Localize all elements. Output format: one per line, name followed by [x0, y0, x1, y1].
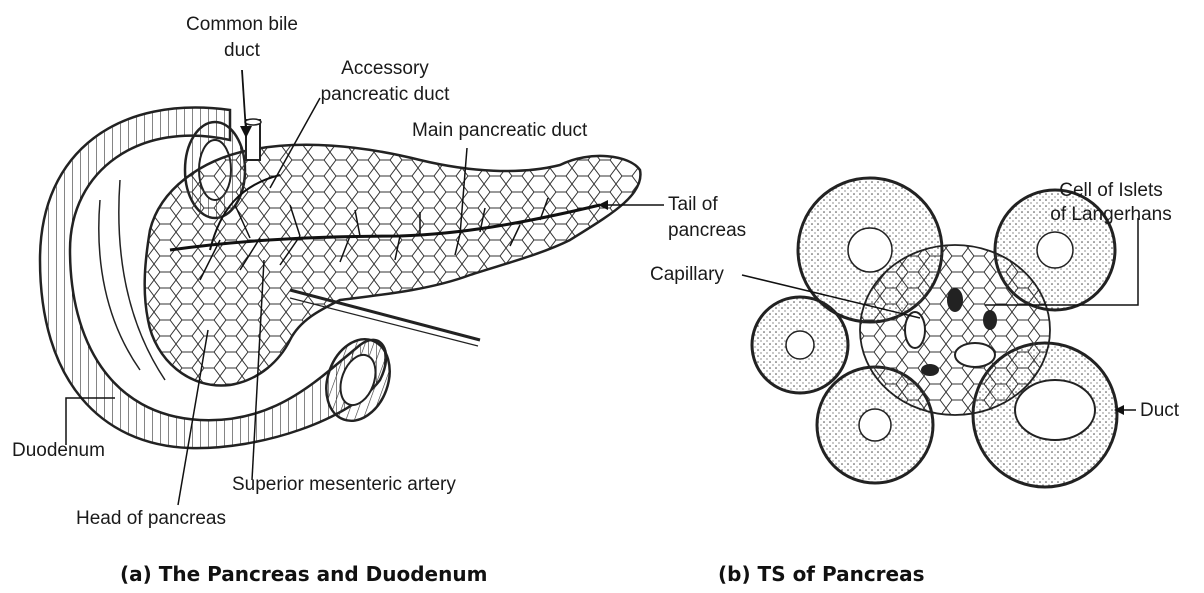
pancreas: [145, 145, 641, 386]
label-common-bile-duct-line1: Common bile: [172, 14, 312, 36]
label-tail-of-pancreas-line2: pancreas: [668, 220, 746, 242]
islet-of-langerhans: [860, 245, 1050, 415]
caption-figure-a: (a) The Pancreas and Duodenum: [120, 562, 487, 586]
label-capillary: Capillary: [650, 264, 724, 286]
label-accessory-duct-line1: Accessory: [300, 58, 470, 80]
label-duct: Duct: [1140, 400, 1179, 422]
label-tail-of-pancreas-line1: Tail of: [668, 194, 718, 216]
label-islets-line1: Cell of Islets: [1036, 180, 1186, 202]
duct-lumen: [1015, 380, 1095, 440]
label-superior-mesenteric-artery: Superior mesenteric artery: [232, 474, 456, 496]
label-islets-line2: of Langerhans: [1036, 204, 1186, 226]
label-main-pancreatic-duct: Main pancreatic duct: [412, 120, 587, 142]
label-accessory-duct-line2: pancreatic duct: [300, 84, 470, 106]
caption-figure-b: (b) TS of Pancreas: [718, 562, 925, 586]
label-common-bile-duct-line2: duct: [172, 40, 312, 62]
superior-mesenteric-artery: [290, 290, 480, 340]
label-duodenum: Duodenum: [12, 440, 105, 462]
label-head-of-pancreas: Head of pancreas: [76, 508, 226, 530]
